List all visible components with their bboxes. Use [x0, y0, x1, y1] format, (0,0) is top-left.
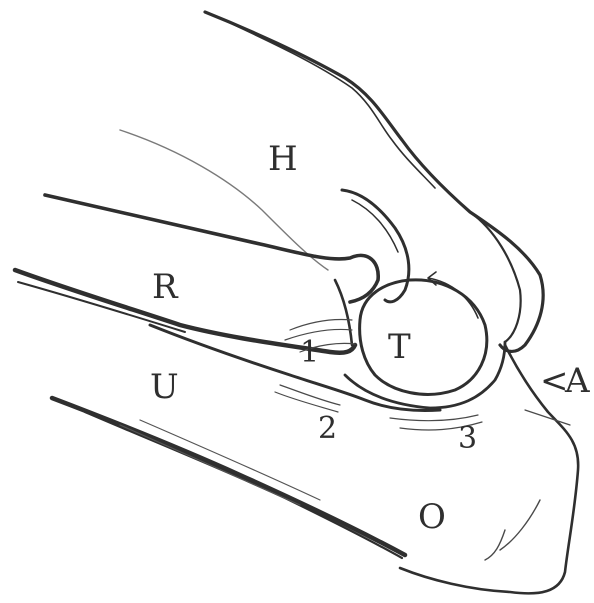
humerus-outline: [205, 12, 543, 351]
label-R: R: [152, 267, 179, 307]
label-2: 2: [318, 411, 337, 446]
label-1: 1: [300, 335, 319, 370]
humerus-outline-double: [215, 16, 435, 188]
label-A: A: [564, 361, 590, 401]
trochlea-arrow: [428, 272, 478, 318]
label-H: H: [268, 139, 298, 179]
ulna-trochlear-notch: [345, 342, 505, 408]
radius-upper-border: [45, 195, 378, 302]
label-O: O: [418, 497, 446, 537]
label-U: U: [150, 367, 179, 407]
label-T: T: [388, 327, 411, 367]
ulna-shaft-2: [85, 412, 402, 558]
radial-head: [335, 280, 352, 345]
label-3: 3: [458, 421, 477, 456]
olecranon-sketch: [485, 500, 540, 560]
ulna-shaft-3: [120, 420, 320, 505]
trochlea: [360, 280, 487, 395]
